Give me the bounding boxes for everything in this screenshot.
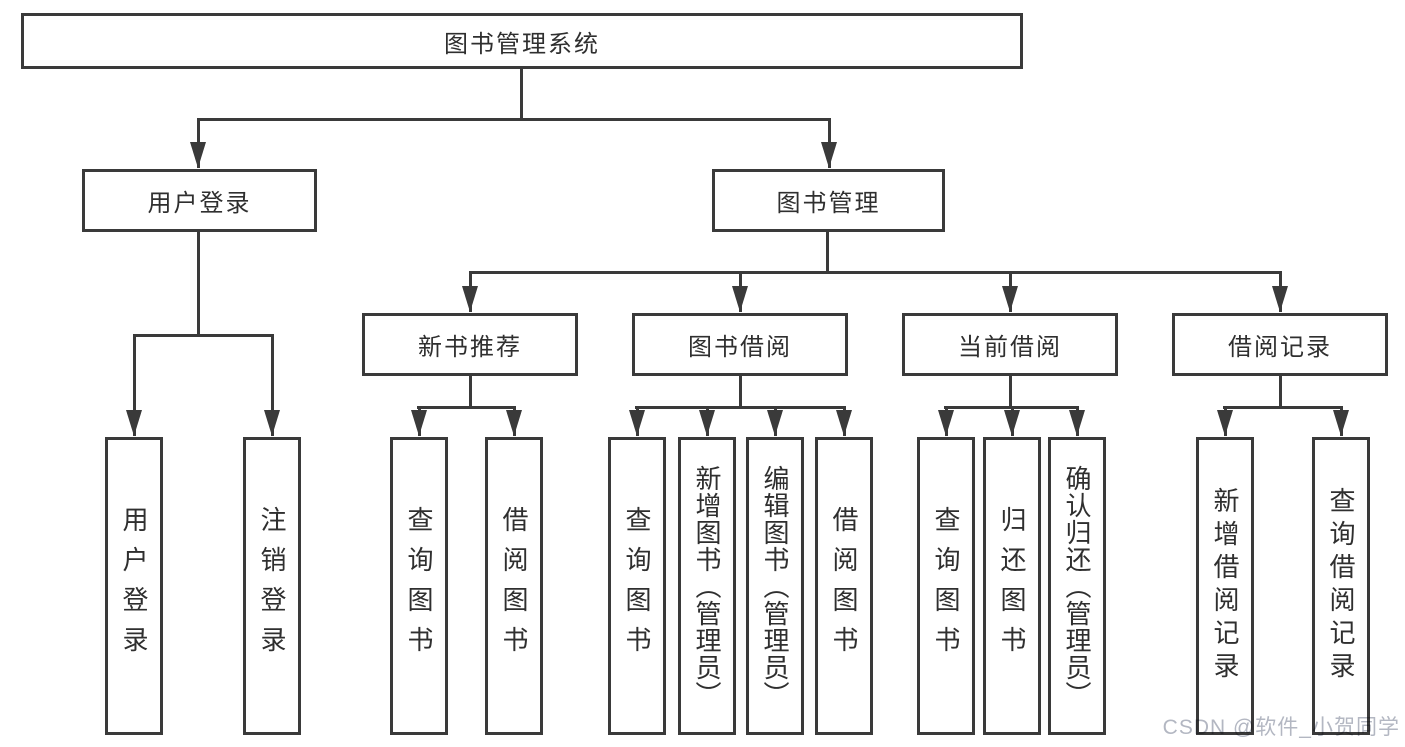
arrow-down-connector bbox=[506, 406, 522, 436]
node-book-borrow-label: 图书借阅 bbox=[688, 334, 792, 361]
node-book-management: 图书管理 bbox=[712, 169, 945, 232]
leaf-borrow-edit-admin-label: 编辑图书（管理员） bbox=[760, 464, 790, 708]
arrow-down-connector bbox=[629, 406, 645, 436]
leaf-borrow-book-label: 借阅图书 bbox=[829, 506, 859, 666]
leaf-newbook-query-label: 查询图书 bbox=[404, 506, 434, 666]
connector-vline bbox=[1279, 375, 1282, 408]
leaf-current-query: 查询图书 bbox=[917, 437, 975, 735]
arrow-down-connector bbox=[732, 271, 748, 312]
leaf-record-add-label: 新增借阅记录 bbox=[1210, 487, 1240, 685]
node-book-borrow: 图书借阅 bbox=[632, 313, 848, 376]
connector-vline bbox=[197, 232, 200, 336]
arrow-down-connector bbox=[821, 118, 837, 168]
leaf-borrow-edit-admin: 编辑图书（管理员） bbox=[746, 437, 804, 735]
leaf-user-login-label: 用户登录 bbox=[119, 506, 149, 666]
leaf-newbook-query: 查询图书 bbox=[390, 437, 448, 735]
leaf-logout: 注销登录 bbox=[243, 437, 301, 735]
node-root-label: 图书管理系统 bbox=[444, 30, 600, 58]
connector-vline bbox=[826, 232, 829, 273]
connector-hline bbox=[635, 406, 846, 409]
leaf-record-query-label: 查询借阅记录 bbox=[1326, 487, 1356, 685]
leaf-borrow-query: 查询图书 bbox=[608, 437, 666, 735]
leaf-current-return-label: 归还图书 bbox=[997, 506, 1027, 666]
node-user-login-label: 用户登录 bbox=[147, 190, 252, 217]
leaf-current-confirm-admin-label: 确认归还（管理员） bbox=[1062, 464, 1092, 708]
leaf-current-query-label: 查询图书 bbox=[931, 506, 961, 666]
arrow-down-connector bbox=[126, 334, 142, 436]
connector-vline bbox=[520, 69, 523, 120]
node-borrow-record: 借阅记录 bbox=[1172, 313, 1388, 376]
connector-hline bbox=[417, 406, 516, 409]
arrow-down-connector bbox=[1002, 271, 1018, 312]
node-book-management-label: 图书管理 bbox=[776, 190, 881, 217]
leaf-current-confirm-admin: 确认归还（管理员） bbox=[1048, 437, 1106, 735]
leaf-borrow-book: 借阅图书 bbox=[815, 437, 873, 735]
node-user-login: 用户登录 bbox=[82, 169, 317, 232]
leaf-current-return: 归还图书 bbox=[983, 437, 1041, 735]
arrow-down-connector bbox=[699, 406, 715, 436]
arrow-down-connector bbox=[462, 271, 478, 312]
leaf-newbook-borrow: 借阅图书 bbox=[485, 437, 543, 735]
node-new-book-recommend-label: 新书推荐 bbox=[418, 334, 522, 361]
arrow-down-connector bbox=[938, 406, 954, 436]
arrow-down-connector bbox=[767, 406, 783, 436]
leaf-newbook-borrow-label: 借阅图书 bbox=[499, 506, 529, 666]
arrow-down-connector bbox=[190, 118, 206, 168]
leaf-logout-label: 注销登录 bbox=[257, 506, 287, 666]
connector-vline bbox=[1009, 375, 1012, 408]
arrow-down-connector bbox=[1333, 406, 1349, 436]
leaf-borrow-query-label: 查询图书 bbox=[622, 506, 652, 666]
node-current-borrow-label: 当前借阅 bbox=[958, 334, 1062, 361]
node-borrow-record-label: 借阅记录 bbox=[1228, 334, 1332, 361]
connector-hline bbox=[197, 118, 831, 121]
arrow-down-connector bbox=[1004, 406, 1020, 436]
leaf-borrow-add-admin: 新增图书（管理员） bbox=[678, 437, 736, 735]
arrow-down-connector bbox=[836, 406, 852, 436]
node-new-book-recommend: 新书推荐 bbox=[362, 313, 578, 376]
arrow-down-connector bbox=[1069, 406, 1085, 436]
arrow-down-connector bbox=[264, 334, 280, 436]
arrow-down-connector bbox=[411, 406, 427, 436]
connector-hline bbox=[133, 334, 274, 337]
connector-vline bbox=[469, 375, 472, 408]
connector-vline bbox=[739, 375, 742, 408]
leaf-borrow-add-admin-label: 新增图书（管理员） bbox=[692, 464, 722, 708]
leaf-record-add: 新增借阅记录 bbox=[1196, 437, 1254, 735]
watermark: CSDN @软件_小贺同学 bbox=[1162, 716, 1400, 739]
connector-hline bbox=[469, 271, 1281, 274]
connector-hline bbox=[1223, 406, 1343, 409]
leaf-user-login: 用户登录 bbox=[105, 437, 163, 735]
arrow-down-connector bbox=[1272, 271, 1288, 312]
node-root: 图书管理系统 bbox=[21, 13, 1023, 69]
node-current-borrow: 当前借阅 bbox=[902, 313, 1118, 376]
leaf-record-query: 查询借阅记录 bbox=[1312, 437, 1370, 735]
arrow-down-connector bbox=[1217, 406, 1233, 436]
